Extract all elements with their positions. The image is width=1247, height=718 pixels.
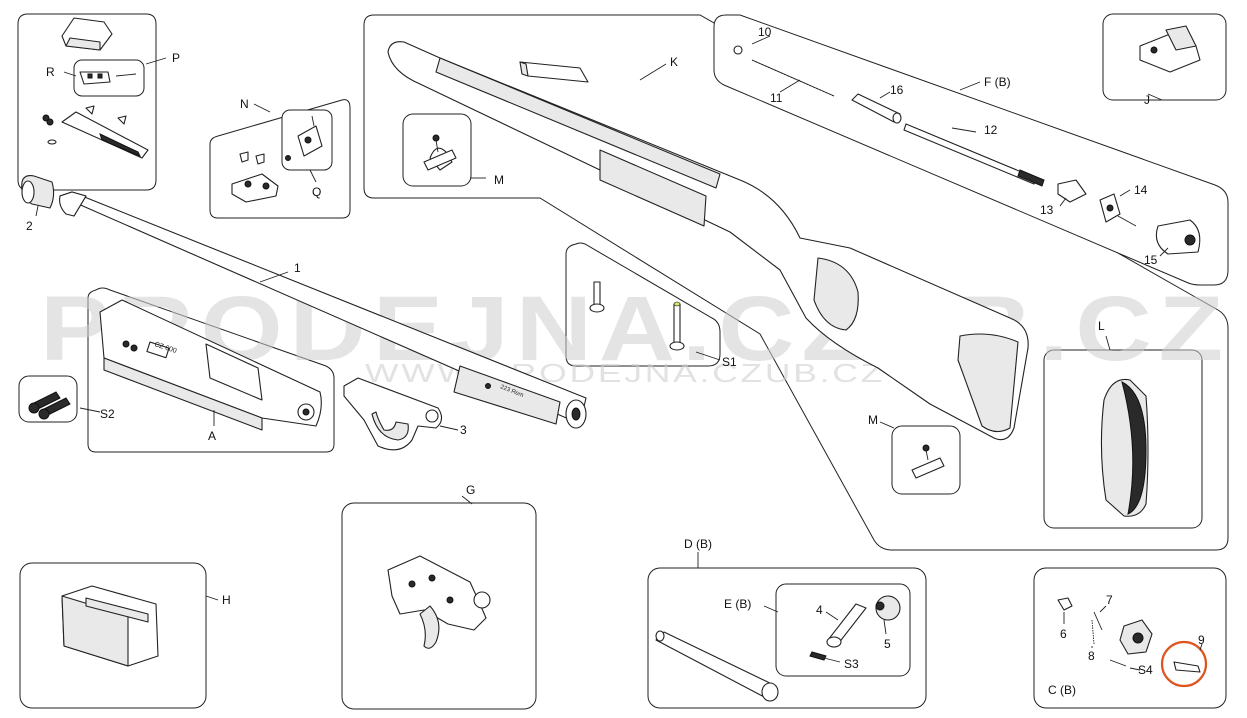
part-6 <box>1057 597 1073 611</box>
part-q-clamp <box>285 115 323 161</box>
part-10-pin <box>733 45 743 55</box>
label-db: D (B) <box>684 537 712 551</box>
part-k-stock <box>387 41 1029 441</box>
part-j-mount <box>1139 25 1201 73</box>
label-s1: S1 <box>722 355 737 369</box>
part-9-extractor <box>1173 661 1201 673</box>
label-h: H <box>222 593 231 607</box>
part-11-spring <box>751 59 835 97</box>
label-12: 12 <box>984 123 998 137</box>
label-j: J <box>1144 93 1150 107</box>
part-m-swivel-top <box>423 134 457 171</box>
part-s3-screw <box>809 651 827 661</box>
part-7 <box>1093 611 1103 631</box>
label-m-bottom: M <box>868 413 878 427</box>
part-h-magazine <box>61 585 159 667</box>
box-f <box>713 14 1229 286</box>
label-cb: C (B) <box>1048 683 1076 697</box>
label-r: R <box>46 65 55 79</box>
label-6: 6 <box>1060 627 1067 641</box>
label-1: 1 <box>294 261 301 275</box>
label-16: 16 <box>890 83 904 97</box>
part-13-cocking-piece <box>1057 179 1087 203</box>
label-14: 14 <box>1134 183 1148 197</box>
part-16-sleeve <box>851 93 902 124</box>
label-2: 2 <box>26 219 33 233</box>
part-5-bolt-knob <box>875 595 901 621</box>
label-a: A <box>208 429 216 443</box>
part-s4-pin <box>1109 659 1127 667</box>
label-8: 8 <box>1088 649 1095 663</box>
part-s2-screws <box>28 391 71 420</box>
part-p-cover <box>61 17 113 51</box>
label-4: 4 <box>816 603 823 617</box>
part-15-bolt-shroud <box>1155 219 1201 255</box>
label-3: 3 <box>460 423 467 437</box>
label-eb: E (B) <box>724 597 751 611</box>
part-n-base <box>231 151 279 203</box>
label-15: 15 <box>1144 253 1158 267</box>
label-5: 5 <box>884 637 891 651</box>
part-g-trigger <box>387 555 491 649</box>
label-n: N <box>240 97 249 111</box>
label-11: 11 <box>770 91 783 105</box>
part-4-bolt-handle <box>826 603 867 648</box>
part-1-barrel <box>59 191 587 429</box>
label-g: G <box>466 483 475 497</box>
label-m-top: M <box>494 173 504 187</box>
part-8 <box>1091 619 1095 645</box>
part-14-safety <box>1099 193 1137 227</box>
label-k: K <box>670 55 678 69</box>
label-fb: F (B) <box>984 75 1011 89</box>
label-s4: S4 <box>1138 663 1153 677</box>
part-s1-bolts <box>589 281 685 351</box>
label-s3: S3 <box>844 657 859 671</box>
label-p: P <box>172 51 180 65</box>
part-c-bolt-head <box>1119 619 1153 655</box>
label-13: 13 <box>1040 203 1054 217</box>
label-s2: S2 <box>100 407 115 421</box>
part-m-swivel-bottom <box>911 444 945 479</box>
part-12-firing-pin <box>903 123 1045 187</box>
part-r-clip <box>79 71 137 85</box>
label-l: L <box>1098 319 1105 333</box>
part-3-trigger-guard <box>343 377 443 451</box>
part-d-tube <box>655 630 779 702</box>
label-q: Q <box>312 185 321 199</box>
part-2-muzzle-cap <box>21 175 55 209</box>
part-l-butt-pad <box>1100 378 1149 517</box>
label-9: 9 <box>1198 633 1205 647</box>
part-a-receiver <box>99 299 322 431</box>
label-10: 10 <box>758 25 772 39</box>
box-m-bottom <box>891 425 961 495</box>
highlight-circle-9 <box>1160 640 1208 688</box>
label-7: 7 <box>1106 593 1113 607</box>
part-p-rail <box>42 105 149 159</box>
box-s1 <box>565 242 721 367</box>
